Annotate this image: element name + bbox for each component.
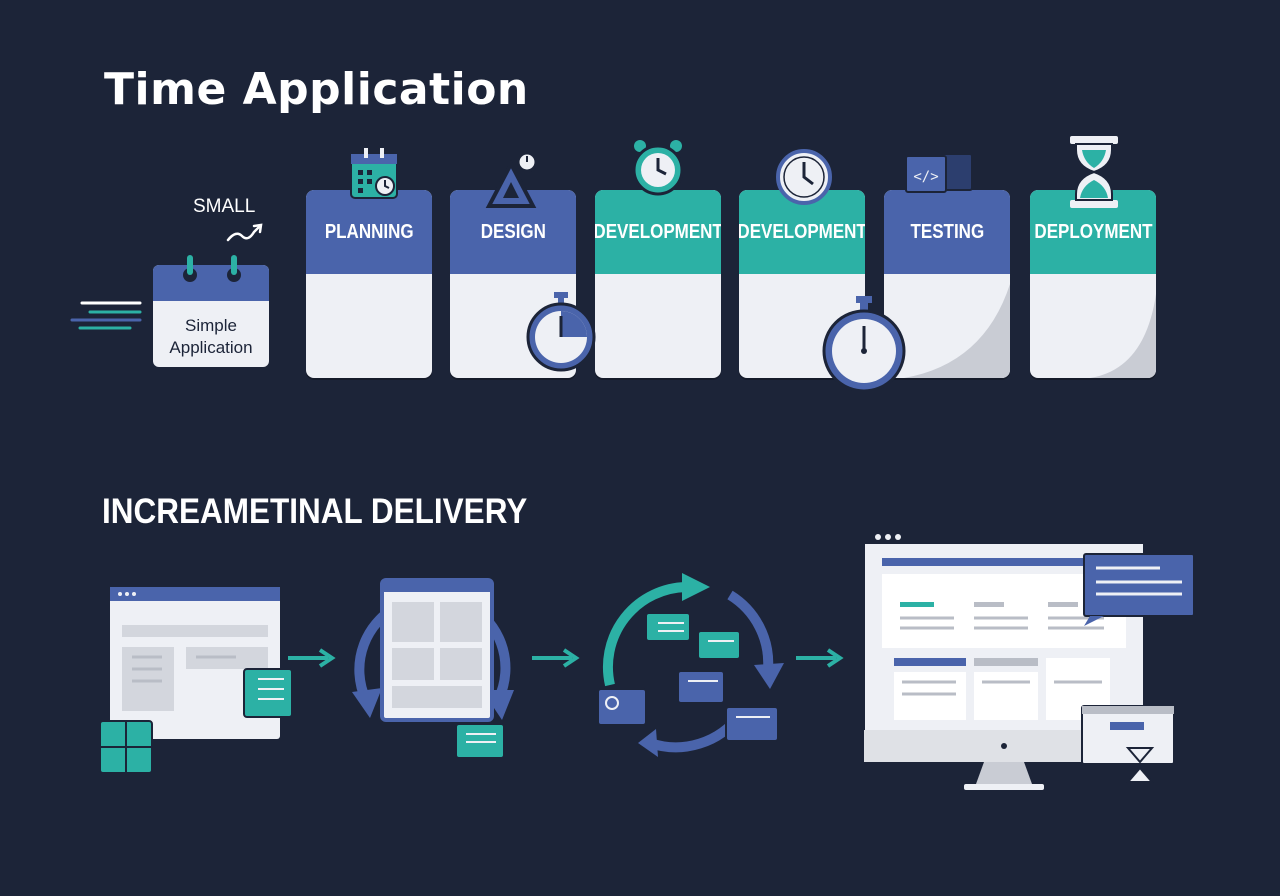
simple-application-line1: Simple: [185, 316, 237, 335]
stage-card-development-1: DEVELOPMENT: [595, 190, 721, 378]
arrow-right-icon: [288, 648, 336, 668]
speed-lines: [70, 301, 142, 330]
alarm-clock-icon: [632, 140, 684, 196]
cycle-tablet-step2: [352, 578, 514, 759]
hourglass-icon: [1070, 136, 1118, 208]
squiggle-arrow-icon: [226, 223, 263, 242]
stage-label: DEPLOYMENT: [1033, 220, 1153, 243]
simple-application-card: Simple Application: [153, 265, 269, 367]
code-window-icon: </>: [905, 153, 973, 193]
calendar-ring-icon: [183, 255, 241, 282]
stage-label: TESTING: [910, 220, 984, 243]
simple-application-line2: Application: [169, 338, 253, 357]
calendar-icon: [350, 148, 398, 199]
stopwatch-icon: [822, 296, 906, 393]
svg-text:</>: </>: [913, 169, 938, 185]
stage-label: DEVELOPMENT: [739, 220, 865, 243]
section-title-incremental-delivery: INCREAMETINAL DELIVERY: [102, 492, 528, 531]
clock-icon: [776, 149, 832, 205]
triangle-ruler-icon: [485, 151, 538, 208]
arrow-right-icon: [796, 648, 844, 668]
stage-label: PLANNING: [324, 220, 414, 243]
arrow-right-icon: [532, 648, 580, 668]
browser-window-step1: [99, 587, 293, 774]
stopwatch-icon: [526, 292, 596, 372]
cycle-cards-step3: [597, 573, 784, 757]
page-title: Time Application: [104, 64, 529, 115]
stage-label: DESIGN: [480, 220, 546, 243]
monitor-icon: [863, 529, 1195, 790]
stage-card-deployment: DEPLOYMENT: [1030, 190, 1156, 378]
stage-label: DEVELOPMENT: [595, 220, 721, 243]
small-label: SMALL: [193, 196, 256, 217]
stage-card-planning: PLANNING: [306, 190, 432, 378]
